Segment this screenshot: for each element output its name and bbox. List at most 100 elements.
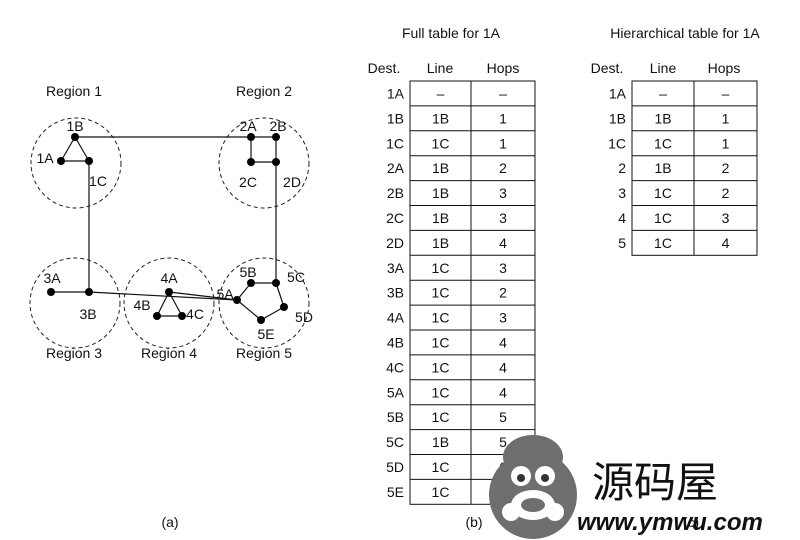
region-circles — [29, 117, 310, 349]
full-table-dest-cell: 2A — [387, 160, 405, 176]
full-table-line-cell: 1C — [432, 459, 450, 475]
hier-table-line-cell: 1B — [654, 110, 671, 126]
region-circle-r2 — [218, 117, 310, 209]
full-table-hops-cell: – — [499, 85, 507, 101]
full-table-dest-cell: 3A — [387, 260, 405, 276]
full-table-line-cell: 1C — [432, 135, 450, 151]
region-circle-r5 — [218, 257, 310, 349]
router-label-4C: 4C — [186, 306, 204, 322]
router-node-4C — [178, 312, 186, 320]
hier-table-line-cell: 1C — [654, 235, 672, 251]
full-table-line-cell: 1B — [432, 110, 449, 126]
hier-table-hops-cell: 4 — [722, 235, 730, 251]
link-lines — [51, 136, 285, 321]
full-table-hops-cell: 4 — [499, 334, 507, 350]
region-label-r5: Region 5 — [236, 345, 292, 361]
full-table-line-cell: 1C — [432, 310, 450, 326]
full-table-dest-cell: 5E — [387, 484, 404, 500]
full-table-header-line: Line — [427, 60, 454, 76]
full-table-hops-cell: 1 — [499, 135, 507, 151]
full-table-dest-cell: 1C — [386, 135, 404, 151]
full-table-frame — [409, 80, 536, 505]
full-table-dest-cell: 5D — [386, 459, 404, 475]
region-label-r4: Region 4 — [141, 345, 197, 361]
full-table-hops-cell: 1 — [499, 110, 507, 126]
router-node-5B — [247, 279, 255, 287]
hier-table-line-cell: 1C — [654, 185, 672, 201]
hier-table-hops-cell: – — [722, 85, 730, 101]
router-node-5E — [257, 316, 265, 324]
hier-table-line-cell: 1C — [654, 135, 672, 151]
router-node-4A — [165, 288, 173, 296]
full-table-hops-cell: 3 — [499, 260, 507, 276]
full-table-hops-cell: 5 — [499, 434, 507, 450]
full-table-line-cell: 1C — [432, 384, 450, 400]
link-4A-4C — [168, 291, 183, 317]
hier-table-hops-cell: 3 — [722, 210, 730, 226]
full-table-dest-cell: 3B — [387, 285, 404, 301]
router-node-3A — [47, 288, 55, 296]
router-node-2D — [272, 158, 280, 166]
full-table-line-cell: – — [437, 85, 445, 101]
full-table-line-cell: 1B — [432, 185, 449, 201]
hier-table-line-cell: 1B — [654, 160, 671, 176]
full-table-line-cell: 1C — [432, 260, 450, 276]
full-table-hops-cell: 3 — [499, 185, 507, 201]
router-label-2D: 2D — [283, 174, 301, 190]
region-label-r2: Region 2 — [236, 83, 292, 99]
full-table-hops-cell: 4 — [499, 235, 507, 251]
full-table-dest-cell: 4A — [387, 310, 405, 326]
router-label-1C: 1C — [89, 173, 107, 189]
full-table-dest-cell: 2C — [386, 210, 404, 226]
link-5C-5D — [275, 282, 285, 308]
region-label-r3: Region 3 — [46, 345, 102, 361]
full-table-hops-cell: 4 — [499, 384, 507, 400]
router-node-5A — [233, 296, 241, 304]
link-4A-5A — [168, 291, 238, 301]
router-label-4A: 4A — [160, 270, 178, 286]
full-table-line-cell: 1B — [432, 235, 449, 251]
router-label-5A: 5A — [216, 286, 234, 302]
region-circle-r4 — [123, 257, 215, 349]
router-label-3A: 3A — [43, 270, 61, 286]
router-node-5C — [272, 279, 280, 287]
link-5E-5A — [236, 299, 262, 321]
full-table-header-dest: Dest. — [368, 60, 401, 76]
router-label-5D: 5D — [295, 309, 313, 325]
hier-table-hops-cell: 2 — [722, 160, 730, 176]
router-label-2A: 2A — [239, 118, 257, 134]
link-1B-1C — [74, 136, 90, 162]
gorilla-logo-icon — [489, 435, 577, 539]
router-label-3B: 3B — [79, 306, 96, 322]
full-table-line-cell: 1C — [432, 285, 450, 301]
full-table-dest-cell: 1A — [387, 85, 405, 101]
router-label-5E: 5E — [257, 326, 274, 342]
full-table-hops-cell: 4 — [499, 359, 507, 375]
hier-table-dest-cell: 1B — [609, 110, 626, 126]
hier-table-dest-cell: 1C — [608, 135, 626, 151]
hier-table-hops-cell: 2 — [722, 185, 730, 201]
router-nodes — [47, 133, 288, 324]
full-table-dest-cell: 4C — [386, 359, 404, 375]
full-table-dest-cell: 4B — [387, 334, 404, 350]
router-node-4B — [153, 312, 161, 320]
full-table-hops-cell: 2 — [499, 160, 507, 176]
link-1A-1B — [60, 136, 76, 162]
full-table-line-cell: 1C — [432, 334, 450, 350]
router-node-2C — [247, 158, 255, 166]
full-table-header-hops: Hops — [487, 60, 520, 76]
router-label-5B: 5B — [239, 264, 256, 280]
hier-table-hops-cell: 1 — [722, 110, 730, 126]
hier-table-hops-cell: 1 — [722, 135, 730, 151]
hier-table-dest-cell: 3 — [618, 185, 626, 201]
caption-b: (b) — [465, 514, 482, 530]
router-label-2C: 2C — [239, 174, 257, 190]
hier-table-title: Hierarchical table for 1A — [610, 25, 760, 41]
caption-a: (a) — [161, 514, 178, 530]
full-table-dest-cell: 5A — [387, 384, 405, 400]
router-label-1A: 1A — [36, 150, 54, 166]
